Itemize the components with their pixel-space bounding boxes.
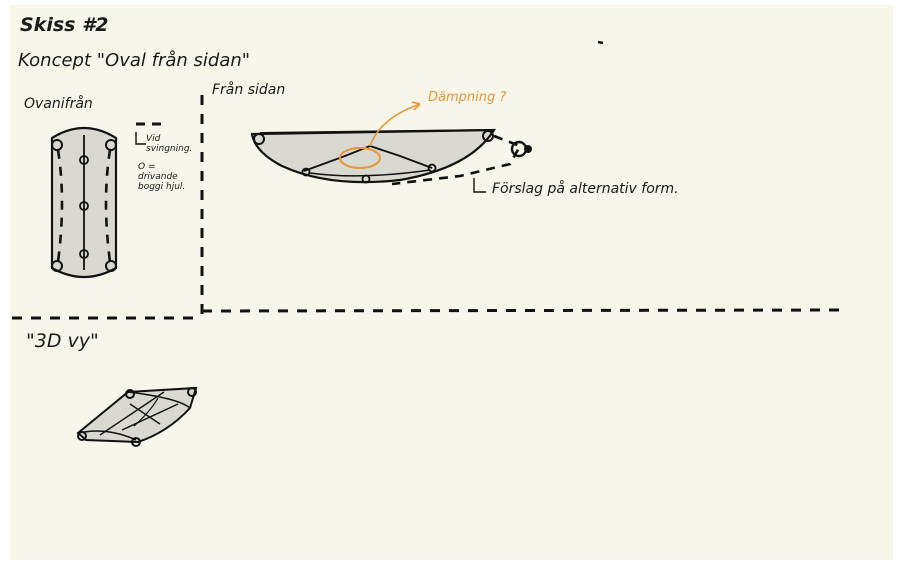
suggestion-label: Förslag på alternativ form. [492,181,679,197]
dampening-label: Dämpning ? [428,90,506,105]
legend-dash-text: Vid svingning. [146,134,198,154]
legend-circle-text: O = drivande boggi hjul. [138,162,194,192]
top-view-label: Ovanifrån [24,96,93,112]
3d-view-label: "3D vy" [26,330,99,352]
concept-title: Koncept "Oval från sidan" [18,50,250,71]
stray-mark [598,42,603,43]
side-view-label: Från sidan [212,82,285,98]
sketch-title: Skiss #2 [20,14,109,36]
top-view-drawing [52,128,116,277]
paper-background [10,5,893,560]
